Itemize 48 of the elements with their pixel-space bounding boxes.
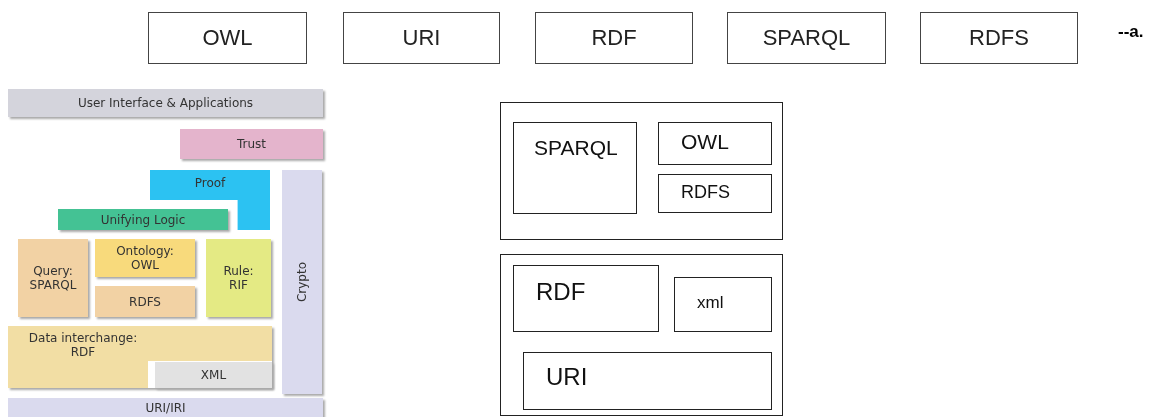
layer-block	[18, 239, 88, 317]
layer-label: User Interface & Applications	[77, 96, 254, 110]
term-box	[535, 12, 693, 64]
term-box	[343, 12, 500, 64]
layer-label: Trust	[236, 137, 267, 151]
container-box	[500, 254, 783, 416]
layer-label: Unifying Logic	[100, 212, 186, 227]
layer-label: Data interchange: RDF	[27, 331, 139, 359]
layer-block	[95, 239, 195, 277]
layer-label: SPARQL	[534, 137, 618, 161]
layer-block	[155, 362, 272, 388]
layer-label: RDFS	[681, 183, 730, 204]
layer-label: RDFS	[129, 294, 161, 309]
layer-label: OWL	[202, 25, 253, 51]
term-box	[727, 12, 886, 64]
layer-box	[658, 174, 772, 213]
layer-box	[513, 265, 659, 332]
layer-label: RDF	[591, 25, 637, 51]
layer-label: URI	[402, 25, 441, 51]
container-box	[500, 102, 783, 240]
layer-label: OWL	[681, 131, 729, 155]
layer-label: XML	[200, 368, 227, 382]
layer-block	[180, 129, 323, 159]
layer-box	[523, 352, 772, 410]
layer-block	[95, 286, 195, 317]
layer-box	[674, 277, 772, 332]
term-box	[920, 12, 1078, 64]
figure-label: --a.	[1118, 22, 1144, 42]
layer-label: RDF	[536, 280, 586, 307]
layer-block	[8, 89, 323, 117]
layer-label: URI/IRI	[145, 401, 186, 415]
layer-block	[58, 209, 228, 230]
layer-label: xml	[697, 294, 724, 314]
layer-box	[513, 122, 637, 214]
layer-block	[8, 398, 323, 417]
layer-label: Rule: RIF	[222, 264, 255, 292]
layer-label: RDFS	[969, 25, 1029, 51]
layer-label: Proof	[194, 176, 226, 190]
term-box	[148, 12, 307, 64]
layer-box	[658, 122, 772, 165]
layer-label: Query: SPARQL	[28, 264, 78, 292]
layer-label: URI	[546, 365, 588, 392]
layer-label: SPARQL	[762, 25, 851, 51]
layer-block	[282, 170, 322, 394]
layer-block	[8, 326, 272, 388]
layer-label: Ontology: OWL	[115, 244, 175, 272]
layer-block	[206, 239, 271, 317]
layer-label: Crypto	[295, 261, 309, 303]
